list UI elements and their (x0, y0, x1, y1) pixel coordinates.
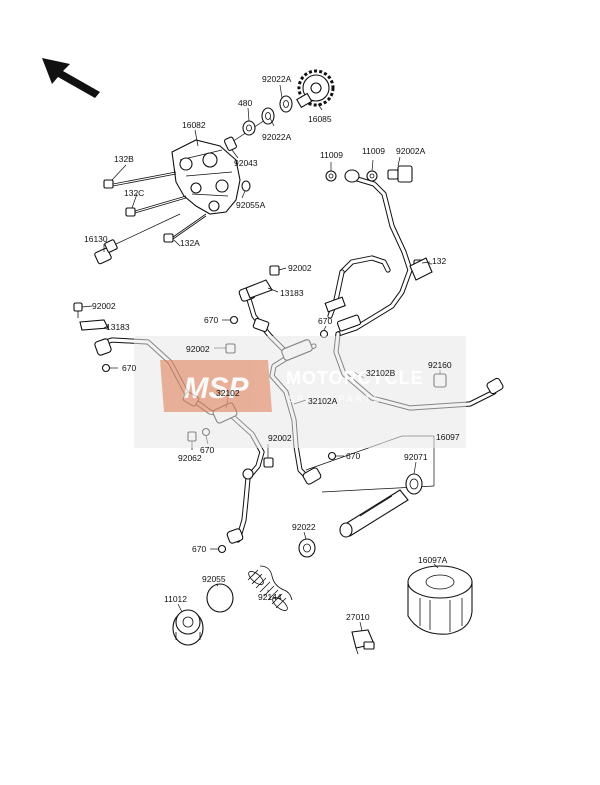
label-92144: 92144 (258, 592, 282, 602)
label-92160: 92160 (428, 360, 452, 370)
sprocket-16085 (296, 69, 335, 109)
label-92002A: 92002A (396, 146, 426, 156)
label-670-b: 670 (318, 316, 332, 326)
label-11009-a: 11009 (320, 150, 343, 160)
label-92022: 92022 (292, 522, 316, 532)
label-92043: 92043 (234, 158, 258, 168)
washer-92022A (261, 107, 275, 125)
banjo-bolt-92002-left (73, 302, 83, 318)
label-11009-b: 11009 (362, 146, 385, 156)
label-670-e: 670 (346, 451, 360, 461)
bolt-132C (125, 195, 187, 217)
label-670-d: 670 (200, 445, 214, 455)
label-16082: 16082 (182, 120, 206, 130)
watermark-logo-text: MSP (183, 372, 249, 405)
bolt-132 (409, 257, 433, 281)
label-132C: 132C (124, 188, 144, 198)
fitting-16130 (94, 213, 181, 265)
front-arrow-icon (42, 58, 100, 98)
label-670-a: 670 (204, 315, 218, 325)
label-16085: 16085 (308, 114, 332, 124)
label-92002-a: 92002 (288, 263, 312, 273)
label-670-c: 670 (122, 363, 136, 373)
pin-92043 (223, 136, 237, 152)
label-32102B: 32102B (366, 368, 396, 378)
label-32102A: 32102A (308, 396, 338, 406)
label-32102: 32102 (216, 388, 240, 398)
label-480: 480 (238, 98, 252, 108)
collar-480 (242, 120, 256, 136)
washer-13183-upper (245, 279, 273, 299)
oring-92071 (405, 473, 423, 495)
watermark: MSP MOTORCYCLE SPARE PARTS (134, 336, 466, 448)
oil-pump-body (171, 139, 241, 215)
label-16097A: 16097A (418, 555, 448, 565)
plug-11012 (172, 609, 204, 646)
filter-bolt-16097 (339, 489, 409, 538)
label-11012: 11012 (164, 594, 187, 604)
label-92002-d: 92002 (268, 433, 292, 443)
oring-670-upper (229, 315, 239, 325)
label-92022A-bottom: 92022A (262, 132, 292, 142)
watermark-logo: MSP (160, 360, 272, 412)
label-13183-b: 13183 (106, 322, 130, 332)
spring-92144 (247, 565, 293, 611)
label-92002-c: 92002 (186, 344, 210, 354)
label-132A: 132A (180, 238, 200, 248)
watermark-title: MOTORCYCLE (286, 368, 424, 388)
oil-filter-16097A (407, 565, 473, 635)
part-labels: 92022A 480 16082 92022A 16085 132B 92043… (84, 74, 460, 622)
banjo-bolt-92002-upper (269, 265, 280, 276)
label-16130: 16130 (84, 234, 108, 244)
label-92055A: 92055A (236, 200, 266, 210)
label-16097: 16097 (436, 432, 460, 442)
washer-13183-left (79, 319, 109, 331)
bolt-132A (163, 213, 207, 243)
label-13183-a: 13183 (280, 288, 304, 298)
switch-27010 (351, 629, 375, 655)
washer-92022A-2 (279, 95, 293, 113)
label-27010: 27010 (346, 612, 370, 622)
oring-670-lower (327, 451, 337, 461)
oring-670-bottom (217, 544, 227, 554)
label-92002-b: 92002 (92, 301, 116, 311)
label-92062: 92062 (178, 453, 202, 463)
washer-11009b (366, 170, 378, 182)
washer-11009a (325, 170, 337, 182)
label-670-f: 670 (192, 544, 206, 554)
washer-92022 (298, 538, 316, 558)
label-92055: 92055 (202, 574, 226, 584)
watermark-subtitle: SPARE PARTS (288, 394, 383, 404)
label-132: 132 (432, 256, 446, 266)
label-92022A-top: 92022A (262, 74, 292, 84)
banjo-bolt-92002-lower (263, 457, 274, 468)
label-132B: 132B (114, 154, 134, 164)
oring-670-left (101, 363, 111, 373)
label-92071: 92071 (404, 452, 428, 462)
oring-92055 (206, 583, 234, 613)
banjo-bolt-92002A (387, 165, 413, 183)
oring-92055A (241, 180, 251, 192)
bolt-132B (103, 171, 177, 189)
